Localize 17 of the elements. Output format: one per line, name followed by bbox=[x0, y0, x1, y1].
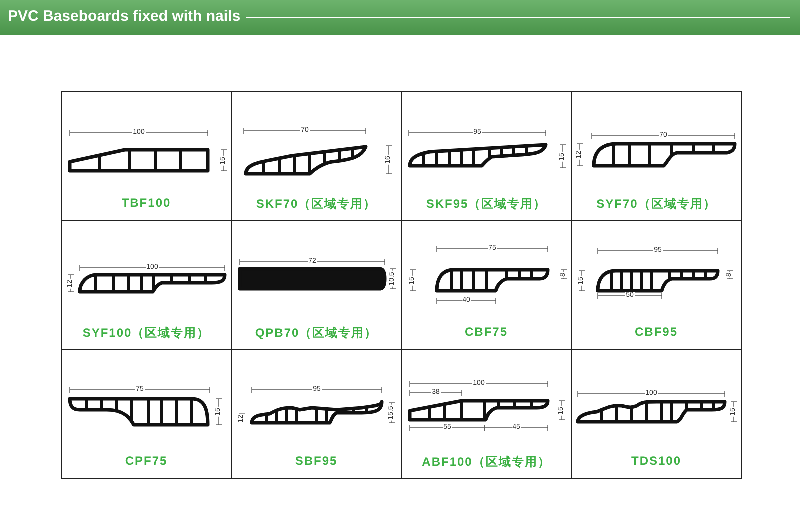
title: PVC Baseboards fixed with nails bbox=[8, 8, 241, 25]
product-code: SYF70（区域专用） bbox=[596, 196, 716, 213]
product-cell bbox=[61, 91, 232, 221]
product-cell bbox=[61, 349, 232, 479]
product-code: SYF100（区域专用） bbox=[82, 325, 210, 342]
product-code: QPB70（区域专用） bbox=[255, 325, 378, 342]
product-code: ABF100（区域专用） bbox=[422, 454, 551, 471]
product-code: CBF95 bbox=[634, 325, 678, 339]
product-code: TDS100 bbox=[631, 454, 682, 468]
product-cell bbox=[571, 91, 742, 221]
product-code: SKF95（区域专用） bbox=[426, 196, 547, 213]
product-code: SKF70（区域专用） bbox=[256, 196, 377, 213]
product-code: CBF75 bbox=[464, 325, 508, 339]
product-code: CPF75 bbox=[125, 454, 168, 468]
product-code: TBF100 bbox=[122, 196, 172, 210]
product-cell bbox=[571, 349, 742, 479]
product-code: SBF95 bbox=[295, 454, 338, 468]
